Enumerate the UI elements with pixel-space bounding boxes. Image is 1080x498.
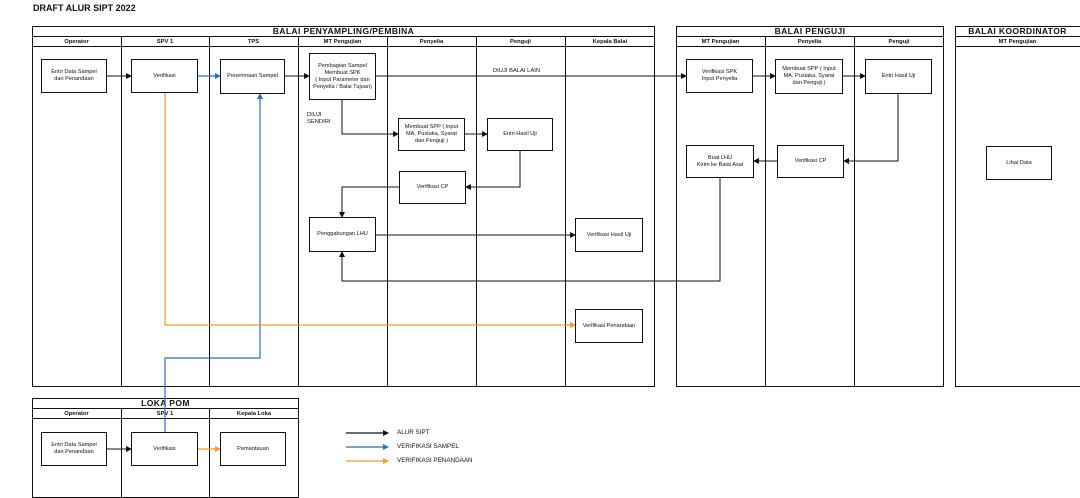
column-header-kepala-loka: Kepala Loka xyxy=(236,411,272,417)
lane-divider xyxy=(32,36,655,37)
column-divider xyxy=(476,36,477,387)
lane-title-balai-koordinator: BALAI KOORDINATOR xyxy=(968,26,1067,36)
column-divider xyxy=(298,36,299,387)
column-header-mt-pengujian: MT Pengujian xyxy=(323,39,362,45)
flow-pembagian-to-spp xyxy=(341,100,399,137)
flow-buat-lhu-to-penggabungan xyxy=(339,178,721,282)
node-penggabungan-lhu: Penggabungan LHU xyxy=(309,217,376,252)
column-header-penguji: Penguji xyxy=(510,39,531,45)
node-pemantauan: Pemantauan xyxy=(220,432,286,466)
column-divider xyxy=(121,408,122,498)
column-header-mt-pengujian: MT Pengujian xyxy=(998,39,1037,45)
node-pembagian-sampel: Pembagian Sampel Membuat SPK ( Input Par… xyxy=(309,53,376,100)
lane-divider xyxy=(676,46,944,47)
lane-divider xyxy=(955,36,1080,37)
node-entri-data-sampel: Entri Data Sampel dan Penandaan xyxy=(41,432,107,466)
legend-label-alur-sipt: ALUR SIPT xyxy=(397,429,430,436)
node-entri-hasil-uji: Entri Hasil Uji xyxy=(865,59,932,94)
node-verifikasi-spk: Verifikasi SPK Input Penyelia xyxy=(686,59,753,93)
column-header-penyelia: Penyelia xyxy=(419,39,444,45)
node-verifikasi-cp: Verifikasi CP xyxy=(777,145,844,178)
column-header-spv1: SPV 1 xyxy=(156,39,174,45)
lane-divider xyxy=(676,36,944,37)
node-verifikasi: Verifikasi xyxy=(131,59,198,93)
column-header-operator: Operator xyxy=(64,411,89,417)
node-buat-lhu: Buat LHU Kirim ke Balai Asal xyxy=(686,145,754,178)
lane-balai-penguji xyxy=(676,26,944,387)
page-title: DRAFT ALUR SIPT 2022 xyxy=(33,3,136,13)
column-header-penguji: Penguji xyxy=(888,39,910,45)
node-membuat-spp: Membuat SPP ( Input MA, Pustaka, Syarat … xyxy=(398,118,465,151)
lane-balai-penyampling xyxy=(32,26,655,387)
column-header-penyelia: Penyelia xyxy=(797,39,822,45)
column-divider xyxy=(209,408,210,498)
legend-label-verifikasi-sampel: VERIFIKASI SAMPEL xyxy=(397,443,459,450)
node-lihat-data: Lihat Data xyxy=(986,146,1052,180)
column-divider xyxy=(854,36,855,387)
column-header-mt-pengujian: MT Pengujian xyxy=(701,39,740,45)
node-verifikasi-cp: Verifikasi CP xyxy=(399,171,466,204)
lane-balai-koordinator xyxy=(955,26,1080,387)
lane-title-balai-penguji: BALAI PENGUJI xyxy=(774,26,846,36)
flow-verifikasi-sampel-loka xyxy=(164,93,263,432)
column-header-operator: Operator xyxy=(64,39,89,45)
lane-divider xyxy=(955,46,1080,47)
flow-entri-hasil-to-cp-2 xyxy=(843,94,899,164)
label-diuji-sendiri: DIUJI SENDIRI xyxy=(307,112,331,125)
column-divider xyxy=(209,36,210,387)
lane-title-balai-penyampling: BALAI PENYAMPLING/PEMBINA xyxy=(272,26,415,36)
column-divider xyxy=(765,36,766,387)
node-verifikasi-penandaan: Verifikasi Penandaan xyxy=(575,309,643,343)
column-divider xyxy=(565,36,566,387)
flow-verifikasi-penandaan xyxy=(164,93,576,328)
lane-divider xyxy=(32,46,655,47)
column-header-tps: TPS xyxy=(247,39,260,45)
label-diuji-balai-lain: DIUJI BALAI LAIN xyxy=(493,68,541,74)
legend-label-verifikasi-penandaan: VERIFIKASI PENANDAAN xyxy=(397,457,473,464)
node-entri-hasil-uji: Entri Hasil Uji xyxy=(487,118,553,151)
flow-entri-hasil-to-cp xyxy=(465,151,521,190)
node-membuat-spp: Membuat SPP ( Input MA, Pustaka, Syarat … xyxy=(775,59,843,94)
node-entri-data-sampel: Entri Data Sampel dan Penandaan xyxy=(41,59,107,93)
node-verifikasi: Verifikasi xyxy=(131,432,198,466)
flow-cp-to-penggabungan xyxy=(339,186,399,218)
node-penerimaan-sampel: Penerimaan Sampel xyxy=(220,59,285,94)
column-divider xyxy=(387,36,388,387)
column-divider xyxy=(121,36,122,387)
node-verifikasi-hasil-uji: Verifikasi Hasil Uji xyxy=(575,218,643,252)
column-header-kepala-balai: Kepala Balai xyxy=(592,39,628,45)
